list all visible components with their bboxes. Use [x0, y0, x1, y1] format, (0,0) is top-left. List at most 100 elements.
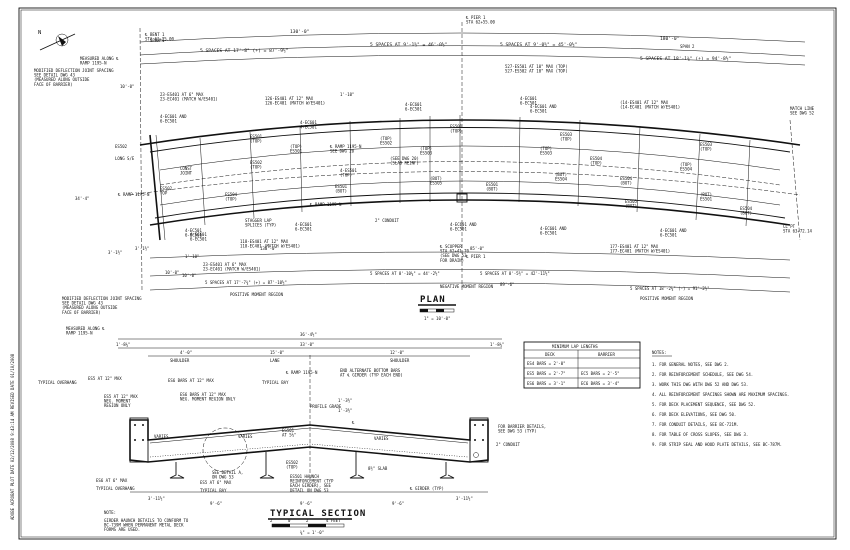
plan-label: 130'-0"	[260, 246, 277, 251]
dim-180: 180'-0"	[660, 36, 679, 42]
section-label: TYPICAL OVERHANG	[96, 486, 135, 491]
north-label: N	[38, 30, 41, 36]
section-label: 9'-6"	[210, 501, 222, 506]
lap-table-cell: EC5 BARS = 2'-5"	[581, 371, 620, 376]
plan-label: 5 SPACES AT 8'-5½" = 42'-11½"	[480, 271, 550, 276]
plan-label: ES501(BOT)	[335, 184, 348, 194]
note-item: 2. FOR REINFORCEMENT SCHEDULE, SEE DWG 5…	[652, 372, 753, 377]
section-label: 4'-0"	[180, 350, 192, 355]
lap-length-table: MINIMUM LAP LENGTHS DECK BARRIER ES4 BAR…	[523, 341, 641, 389]
note-item: 4. ALL REINFORCEMENT SPACINGS SHOWN ARE …	[652, 392, 789, 397]
plan-label: (14-ES401 AT 12" MAX(14-EC401 (MATCH W/E…	[620, 100, 680, 110]
plan-label: 10'-0"	[165, 270, 179, 275]
match-line	[789, 119, 801, 241]
note-item: 9. FOR STRIP SEAL AND HOOD PLATE DETAILS…	[652, 442, 782, 447]
centerline-ramp	[129, 171, 801, 196]
plan-label: 1'-10"	[340, 92, 354, 97]
dim-130: 130'-0"	[290, 29, 309, 35]
plan-label: LONG S/E	[115, 156, 135, 161]
plan-label: ES504(TOP)	[590, 156, 603, 166]
rebar-line-2	[159, 161, 781, 186]
bottom-dimension-line-2	[149, 269, 791, 279]
section-label: TYPICAL BAY	[200, 488, 227, 493]
section-label: 12'-0"	[390, 350, 404, 355]
detail-a-circle	[202, 427, 248, 473]
section-label: ES6 BARS AT 12" MAX	[168, 378, 214, 383]
bottom-dimension-line-1	[149, 251, 791, 261]
dim-top-neg-2: 5 SPACES AT 9'-0½" = 45'-0½"	[500, 41, 577, 48]
plan-title: PLAN	[420, 295, 446, 305]
plan-label: (TOP)ES501	[290, 144, 303, 154]
margin-plot-text: ADOBE ACROBAT PLOT DATE 02/12/2008 9:43:…	[10, 353, 15, 520]
section-label: 9'-6"	[392, 501, 404, 506]
plan-label: SPAN 2	[680, 44, 695, 49]
plan-label: 2" CONDUIT	[375, 218, 400, 223]
top-dimension-line-2	[139, 45, 806, 57]
scale-tick: 4 FEET	[326, 518, 341, 523]
section-label: SHOULDER	[390, 358, 410, 363]
section-label: PROFILE GRADE	[310, 404, 342, 409]
plan-scale-bar	[419, 308, 455, 313]
section-label: VARIES	[238, 434, 253, 439]
plan-label: NEGATIVE MOMENT REGION	[440, 284, 494, 289]
section-label: 1'-3½"	[338, 408, 352, 413]
dim-top-span2: 5 SPACES AT 18'-1¾" (+) = 94'-8½"	[640, 55, 731, 62]
lap-table-cell: EC6 BARS = 3'-4"	[581, 381, 620, 386]
plan-label: (TOP)ES503	[540, 146, 553, 156]
plan-label: 5 SPACES AT 18'-2¼" (-) = 91'-2½"	[630, 286, 709, 292]
rebar-line-3	[159, 180, 781, 206]
lap-table-title: MINIMUM LAP LENGTHS	[552, 344, 598, 349]
transverse-marks	[199, 115, 751, 227]
note-item: 3. WORK THIS DWG WITH DWG 52 AND DWG 53.	[652, 382, 748, 387]
note-item: 5. FOR DECK PLACEMENT SEQUENCE, SEE DWG …	[652, 402, 756, 407]
plan-label: ES501(BOT)	[486, 182, 499, 192]
plan-label: 527-ES501 AT 10" MAX (TOP)527-ES502 AT 1…	[505, 64, 568, 74]
plan-label: ES501(TOP)	[450, 124, 463, 134]
note-item: 6. FOR DECK ELEVATIONS, SEE DWG 50.	[652, 412, 736, 417]
lap-table-header-barrier: BARRIER	[598, 352, 615, 357]
plan-label: (TOP)ES502	[380, 136, 393, 146]
barrier-right	[469, 417, 489, 463]
plan-label: ES504(BOT)	[740, 206, 753, 216]
plan-label: ES503(TOP)	[560, 132, 573, 142]
plan-label: 10'-0"	[182, 273, 196, 278]
plan-label: 34'-4"	[75, 196, 89, 201]
lap-table-cell: ES6 BARS = 3'-1"	[527, 381, 566, 386]
section-labels: 36'-4½" 1'-8¼" 33'-0" 1'-8¼" 4'-0" 15'-0…	[38, 332, 546, 532]
section-label: ℄	[351, 420, 355, 425]
section-label: LANE	[270, 358, 280, 363]
plan-label: ES504(TOP)	[225, 192, 238, 202]
plan-label: (BOT)ES501	[700, 192, 713, 202]
plan-label: 85'-0"	[470, 246, 484, 251]
section-label: 15'-0"	[270, 350, 284, 355]
section-label: ES5 AT 12" MAX	[88, 376, 122, 381]
plan-label: SPAN 1	[150, 38, 165, 43]
section-label: 36'-4½"	[300, 332, 317, 337]
note-item: 8. FOR TABLE OF CROSS SLOPES, SEE DWG 3.	[652, 432, 748, 437]
bottom-rebar	[149, 443, 469, 458]
section-label: 1'-8¼"	[490, 342, 504, 348]
